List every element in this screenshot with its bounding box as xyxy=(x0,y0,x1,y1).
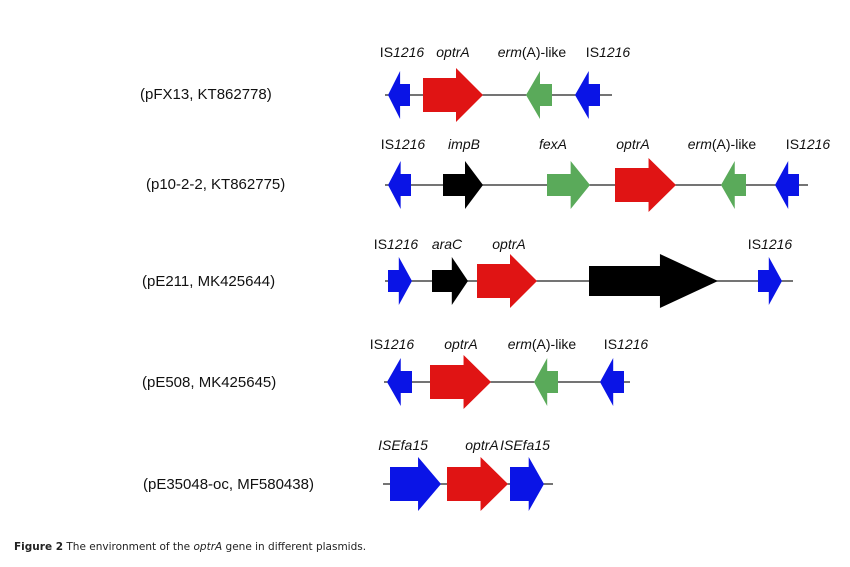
gene-label-part: (A)-like xyxy=(531,336,577,352)
gene-label-part: 1216 xyxy=(393,44,425,60)
figure-number: Figure 2 xyxy=(14,541,64,553)
plasmid-label: (pE35048-oc, MF580438) xyxy=(143,476,314,493)
gene-label-part: optrA xyxy=(436,44,470,60)
gene-arrow-optra xyxy=(447,457,508,511)
gene-arrow-optra xyxy=(477,254,537,308)
gene-label: IS1216 xyxy=(786,136,830,152)
gene-label-part: 1216 xyxy=(617,336,649,352)
gene-label: IS1216 xyxy=(604,336,648,352)
gene-label-part: fexA xyxy=(538,136,568,152)
gene-label-part: erm xyxy=(687,136,712,152)
gene-label-part: optrA xyxy=(616,136,650,152)
plasmid-track-pE35048-oc xyxy=(383,457,553,511)
gene-label: erm(A)-like xyxy=(508,336,576,352)
gene-label: IS1216 xyxy=(374,236,418,252)
gene-label: optrA xyxy=(444,336,477,352)
gene-label-part: IS xyxy=(369,336,384,352)
gene-arrow-is1216 xyxy=(775,161,799,209)
gene-arrow-is1216 xyxy=(388,71,410,119)
gene-label-part: 1216 xyxy=(799,136,831,152)
gene-label-part: 1216 xyxy=(387,236,419,252)
gene-label: erm(A)-like xyxy=(688,136,756,152)
gene-label: IS1216 xyxy=(370,336,414,352)
caption-text-before: The environment of the xyxy=(63,541,194,553)
gene-label: fexA xyxy=(539,136,567,152)
gene-arrow-isefa15 xyxy=(510,457,544,511)
gene-label-part: araC xyxy=(431,236,463,252)
gene-arrow-erm-a-like xyxy=(721,161,746,209)
gene-label: optrA xyxy=(436,44,469,60)
gene-label-part: 1216 xyxy=(761,236,793,252)
gene-label-part: optrA xyxy=(465,437,499,453)
gene-label-part: erm xyxy=(497,44,522,60)
gene-label-part: ISEfa15 xyxy=(500,437,550,453)
gene-label-part: 1216 xyxy=(394,136,426,152)
gene-label: impB xyxy=(448,136,480,152)
gene-label-part: IS xyxy=(785,136,800,152)
gene-arrow-is1216 xyxy=(758,257,782,305)
gene-label: IS1216 xyxy=(586,44,630,60)
plasmid-label: (pE508, MK425645) xyxy=(142,374,277,391)
gene-label: araC xyxy=(432,236,462,252)
plasmid-track-p10-2-2 xyxy=(385,158,808,212)
gene-label-part: IS xyxy=(380,136,395,152)
gene-label-part: IS xyxy=(373,236,388,252)
gene-label: IS1216 xyxy=(380,44,424,60)
gene-arrow-is1216 xyxy=(600,358,624,406)
gene-label: optrA xyxy=(616,136,649,152)
gene-label-part: IS xyxy=(379,44,394,60)
gene-arrow-arac xyxy=(432,257,468,305)
gene-arrow-is1216 xyxy=(575,71,600,119)
gene-label-part: 1216 xyxy=(599,44,631,60)
gene-arrow-is1216 xyxy=(388,257,412,305)
gene-label-part: ISEfa15 xyxy=(378,437,428,453)
gene-arrow-optra xyxy=(423,68,483,122)
gene-arrow-is1216 xyxy=(388,161,411,209)
gene-label-part: erm xyxy=(507,336,532,352)
plasmid-track-pFX13 xyxy=(385,68,612,122)
gene-arrow-is1216 xyxy=(387,358,412,406)
gene-label: ISEfa15 xyxy=(500,437,550,453)
figure-caption: Figure 2 The environment of the optrA ge… xyxy=(14,541,366,553)
caption-gene: optrA xyxy=(193,541,223,553)
gene-arrow-impb xyxy=(443,161,483,209)
plasmid-label: (pFX13, KT862778) xyxy=(140,86,272,103)
gene-arrow-fexa xyxy=(547,161,590,209)
gene-arrow-optra xyxy=(430,355,491,409)
caption-text-after: gene in different plasmids. xyxy=(222,541,367,553)
plasmid-track-pE211 xyxy=(385,254,793,308)
gene-label-part: impB xyxy=(448,136,480,152)
gene-arrow-isefa15 xyxy=(390,457,441,511)
gene-label-part: (A)-like xyxy=(711,136,757,152)
gene-label: erm(A)-like xyxy=(498,44,566,60)
plasmid-track-pE508 xyxy=(384,355,630,409)
gene-arrow-erm-a-like xyxy=(534,358,558,406)
gene-label: optrA xyxy=(465,437,498,453)
gene-label-part: IS xyxy=(585,44,600,60)
gene-arrow-unlabeled-gene xyxy=(589,254,718,308)
gene-label-part: optrA xyxy=(444,336,478,352)
gene-label: ISEfa15 xyxy=(378,437,428,453)
plasmid-label: (p10-2-2, KT862775) xyxy=(146,176,286,193)
plasmid-label: (pE211, MK425644) xyxy=(142,273,276,290)
gene-arrow-optra xyxy=(615,158,676,212)
gene-label-part: IS xyxy=(603,336,618,352)
gene-label: IS1216 xyxy=(748,236,792,252)
gene-label-part: IS xyxy=(747,236,762,252)
gene-arrow-erm-a-like xyxy=(526,71,552,119)
gene-label-part: (A)-like xyxy=(521,44,567,60)
gene-label-part: optrA xyxy=(492,236,526,252)
gene-label-part: 1216 xyxy=(383,336,415,352)
gene-label: IS1216 xyxy=(381,136,425,152)
gene-label: optrA xyxy=(492,236,525,252)
